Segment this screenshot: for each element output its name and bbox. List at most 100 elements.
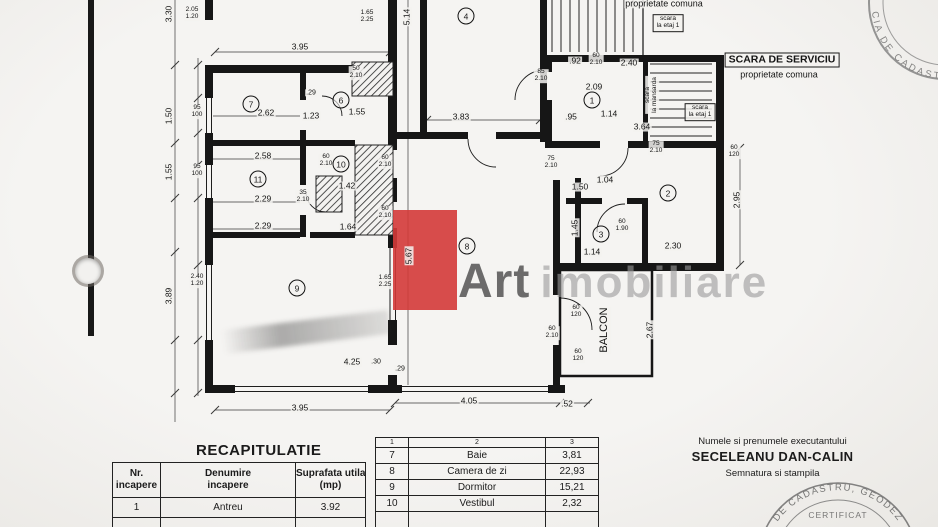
recap-title: RECAPITULATIE — [196, 442, 322, 459]
dim-label: .29 — [394, 365, 406, 373]
dim-label: 1.55 — [163, 162, 174, 182]
table-cell: Antreu — [160, 497, 296, 518]
dim-label: 3.83 — [451, 111, 471, 122]
table-cell — [375, 511, 409, 527]
table-cell: Vestibul — [408, 495, 546, 512]
dim-label: 2.58 — [253, 150, 273, 161]
dim-label: 1.04 — [595, 174, 615, 185]
dim-label: 75 2.10 — [648, 140, 664, 155]
room-number-3: 3 — [592, 225, 610, 243]
room-number-2: 2 — [659, 184, 677, 202]
room-number-8: 8 — [458, 237, 476, 255]
dim-label: 1.14 — [599, 108, 619, 119]
dim-label: 2.09 — [584, 81, 604, 92]
dim-label: 1.23 — [301, 110, 321, 121]
dim-label: 2.40 — [619, 57, 639, 68]
punch-hole — [75, 258, 101, 284]
prop-comuna-top-label: proprietate comuna — [624, 0, 704, 9]
table-cell: Baie — [408, 447, 546, 464]
dim-label: 60 2.10 — [318, 153, 334, 168]
dim-label: .92 — [568, 55, 582, 66]
prop-comuna-right-label: proprietate comuna — [739, 69, 819, 80]
table-cell: Dormitor — [408, 479, 546, 496]
dim-label: 75 2.10 — [543, 155, 559, 170]
table-cell: 3.92 — [295, 497, 366, 518]
watermark-secondary-text: imobiliare — [540, 258, 769, 307]
col-denumire-header: Denumire incapere — [160, 462, 296, 498]
dim-label: 60 120 — [571, 348, 585, 363]
dim-label: 1.65 2.25 — [359, 9, 375, 24]
recap-summary-table: Nr. incapere Denumire incapere Suprafata… — [112, 462, 366, 527]
table-cell — [112, 517, 161, 527]
stair-treads — [551, 0, 712, 137]
dim-label: 60 2.10 — [377, 154, 393, 169]
dim-label: 60 120 — [727, 144, 741, 159]
table-cell: 8 — [375, 463, 409, 480]
dim-label: 1.55 — [347, 106, 367, 117]
dim-label: 95 100 — [190, 104, 204, 119]
signature-label: Semnatura si stampila — [725, 468, 820, 479]
dim-label: 3.89 — [163, 286, 174, 306]
dim-label: 3.64 — [632, 121, 652, 132]
watermark-red-square — [393, 210, 457, 310]
room-number-9: 9 — [288, 279, 306, 297]
dim-label: 2.67 — [644, 320, 655, 340]
table-cell: 15,21 — [545, 479, 599, 496]
table-cell: 1 — [375, 437, 409, 448]
dim-label: 35 2.10 — [295, 189, 311, 204]
table-cell: 2,32 — [545, 495, 599, 512]
table-row — [112, 517, 366, 527]
windows — [206, 98, 548, 392]
scara-mansarda-label: scara la mansarda — [644, 76, 659, 114]
table-cell: 1 — [112, 497, 161, 518]
dim-label: 4.25 — [342, 356, 362, 367]
dim-label: 2.95 — [731, 190, 742, 210]
dim-label: .30 — [370, 358, 382, 366]
dim-label: 3.30 — [163, 4, 174, 24]
executant-label: Numele si prenumele executantului — [698, 436, 847, 447]
col-suprafata-header: Suprafata utila (mp) — [295, 462, 366, 498]
scara-de-serviciu-label: SCARA DE SERVICIU — [724, 52, 840, 68]
page-edge-line — [88, 0, 94, 336]
dim-label: 5.67 — [403, 246, 414, 266]
table-cell — [408, 511, 546, 527]
balcon-label: BALCON — [598, 306, 611, 354]
dim-label: 1.50 — [163, 106, 174, 126]
dim-label: 60 1.90 — [614, 218, 630, 233]
table-cell: 9 — [375, 479, 409, 496]
table-cell: 3 — [545, 437, 599, 448]
executant-name: SECELEANU DAN-CALIN — [691, 449, 854, 464]
room-number-1: 1 — [583, 91, 601, 109]
dim-label: 1.14 — [582, 246, 602, 257]
table-cell — [295, 517, 366, 527]
dim-label: 60 2.10 — [377, 205, 393, 220]
stamp-certificat-text: CERTIFICAT — [808, 510, 867, 520]
dim-label: 85 2.10 — [533, 68, 549, 83]
dim-label: 2.30 — [663, 240, 683, 251]
table-cell: 3,81 — [545, 447, 599, 464]
room-number-6: 6 — [332, 91, 350, 109]
table-cell: Camera de zi — [408, 463, 546, 480]
table-row — [375, 511, 599, 527]
dim-label: 5.14 — [401, 7, 412, 27]
dim-label: 60 2.10 — [544, 325, 560, 340]
dim-label: 2.40 1.20 — [189, 273, 205, 288]
room-number-10: 10 — [332, 155, 350, 173]
table-cell — [545, 511, 599, 527]
room-number-4: 4 — [457, 7, 475, 25]
dim-label: 1.64 — [338, 221, 358, 232]
watermark-primary-text: Art — [458, 255, 531, 308]
dim-label: 4.05 — [459, 395, 479, 406]
dim-label: 3.95 — [290, 41, 310, 52]
dim-label: .95 — [564, 111, 578, 122]
header-row: Nr. incapere Denumire incapere Suprafata… — [112, 462, 366, 498]
dim-label: 60 2.10 — [588, 52, 604, 67]
col-nr-header: Nr. incapere — [112, 462, 161, 498]
